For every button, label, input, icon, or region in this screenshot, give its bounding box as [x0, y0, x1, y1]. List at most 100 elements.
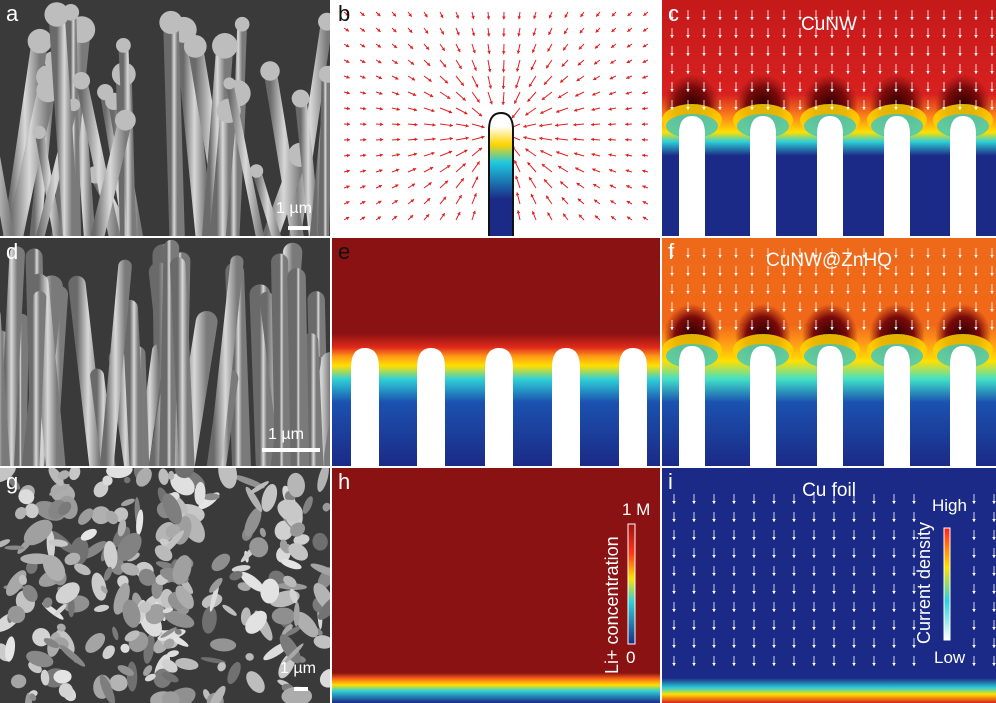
field-arrow — [608, 91, 617, 96]
current-arrow — [782, 302, 786, 312]
current-arrow — [912, 512, 916, 522]
current-arrow — [792, 494, 796, 504]
field-arrow — [439, 164, 451, 173]
field-arrow — [471, 91, 481, 103]
current-arrow — [766, 266, 770, 276]
nanowire — [817, 116, 843, 236]
current-arrow — [792, 602, 796, 612]
current-arrow — [672, 602, 676, 612]
current-arrow — [862, 64, 866, 74]
deposit-flake — [249, 537, 269, 558]
field-arrow — [407, 214, 414, 221]
deposit-flake — [175, 585, 194, 609]
field-arrow — [578, 214, 585, 221]
nanowire — [679, 346, 705, 466]
current-arrow — [974, 64, 978, 74]
field-arrow — [591, 152, 601, 157]
field-arrow — [578, 43, 585, 50]
current-arrow — [702, 284, 706, 294]
deposit-flake — [143, 665, 153, 676]
current-arrow — [702, 100, 706, 110]
colorbar-li — [627, 523, 636, 645]
current-arrow — [712, 602, 716, 612]
nanowire-strand — [0, 156, 15, 236]
field-arrow — [541, 163, 553, 173]
field-arrow — [574, 167, 585, 173]
current-arrow — [752, 656, 756, 666]
deposit-flake — [80, 528, 97, 541]
current-arrow — [772, 656, 776, 666]
current-arrow — [862, 10, 866, 20]
current-arrow — [732, 656, 736, 666]
field-arrow — [573, 152, 585, 157]
current-arrow — [972, 494, 976, 504]
current-arrow — [990, 248, 994, 258]
panel-b-vector-field: b — [332, 0, 660, 236]
current-arrow — [992, 656, 996, 666]
deposit-flake — [290, 522, 306, 537]
field-arrow — [391, 59, 399, 65]
sem-image-cunw-znhq — [0, 238, 330, 466]
current-arrow — [772, 566, 776, 576]
deposit-flake — [117, 665, 134, 676]
current-arrow — [752, 530, 756, 540]
field-arrow — [391, 184, 399, 189]
field-arrow — [375, 59, 382, 64]
current-arrow — [686, 46, 690, 56]
current-arrow — [814, 10, 818, 20]
field-arrow — [608, 153, 617, 157]
current-arrow — [752, 566, 756, 576]
current-arrow — [832, 584, 836, 594]
coated-nanowire — [303, 333, 324, 466]
current-arrow — [752, 602, 756, 612]
current-arrow — [812, 638, 816, 648]
current-arrow — [926, 302, 930, 312]
nanowire-tip — [291, 89, 310, 108]
field-arrow — [423, 43, 430, 51]
field-arrow — [626, 216, 633, 221]
current-arrow — [972, 620, 976, 630]
current-arrow — [814, 320, 818, 330]
current-arrow — [872, 548, 876, 558]
current-arrow — [798, 46, 802, 56]
current-arrow — [750, 28, 754, 38]
current-arrow — [992, 638, 996, 648]
current-arrow — [862, 82, 866, 92]
current-arrow — [692, 656, 696, 666]
deposit-flake — [279, 634, 301, 664]
nanowire-tip — [260, 61, 280, 81]
field-arrow — [540, 150, 553, 157]
current-arrow — [926, 248, 930, 258]
deposit-flake — [310, 563, 330, 578]
current-arrow — [912, 530, 916, 540]
field-arrow — [532, 27, 537, 36]
current-arrow — [812, 512, 816, 522]
deposit-flake — [260, 578, 280, 604]
current-arrow — [772, 494, 776, 504]
current-arrow — [852, 512, 856, 522]
current-arrow — [990, 82, 994, 92]
deposit-flake — [227, 661, 241, 685]
current-arrow — [712, 566, 716, 576]
current-arrow — [862, 46, 866, 56]
current-arrow — [974, 100, 978, 110]
field-arrow — [626, 200, 633, 205]
nanowire — [884, 346, 910, 466]
current-arrow — [958, 284, 962, 294]
current-arrow — [734, 82, 738, 92]
current-arrow — [846, 320, 850, 330]
deposit-flake — [42, 554, 66, 581]
field-arrow — [528, 176, 537, 189]
field-arrow — [540, 107, 553, 114]
current-arrow — [752, 494, 756, 504]
current-arrow — [926, 284, 930, 294]
field-arrow — [359, 75, 366, 79]
current-arrow — [832, 530, 836, 540]
deposit-flake — [43, 638, 60, 648]
field-arrow — [439, 75, 449, 84]
deposit-flake — [317, 566, 330, 590]
deposit-flake — [200, 657, 226, 664]
field-arrow — [471, 75, 479, 88]
current-arrow — [766, 82, 770, 92]
nanowire-strand — [175, 21, 213, 236]
